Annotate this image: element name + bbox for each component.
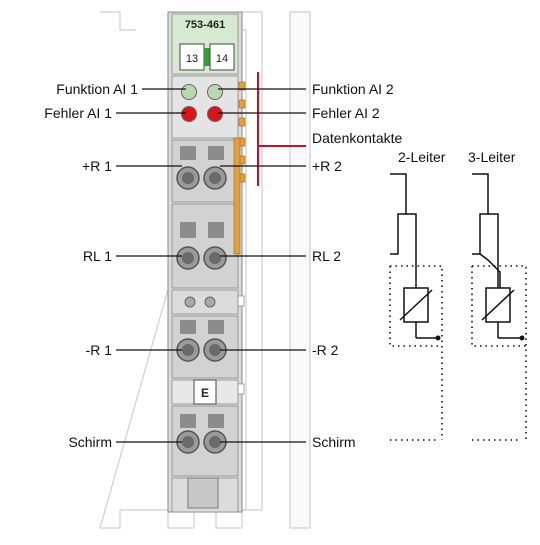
label-minus-r2: -R 2: [312, 342, 339, 358]
label-funktion-ai2: Funktion AI 2: [312, 81, 394, 97]
label-fehler-ai2: Fehler AI 2: [312, 105, 380, 121]
label-plus-r2: +R 2: [312, 158, 342, 174]
label-funktion-ai1: Funktion AI 1: [56, 81, 138, 97]
label-schirm-left: Schirm: [68, 434, 112, 450]
three-wire-schematic: [471, 173, 527, 441]
leader-lines-left: [116, 88, 186, 443]
label-three-wire: 3-Leiter: [468, 149, 516, 165]
label-datenkontakte: Datenkontakte: [312, 130, 402, 146]
channel-label-13: 13: [186, 53, 198, 65]
label-rl1: RL 1: [83, 248, 112, 264]
led-error-ai2: [207, 106, 223, 122]
terminal-rl: [176, 222, 227, 270]
terminal-minus-r: [176, 320, 227, 362]
terminal-schirm: [176, 414, 227, 454]
labels-right: Funktion AI 2 Fehler AI 2 Datenkontakte …: [312, 81, 402, 450]
bottom-latch: [187, 477, 219, 509]
labels-left: Funktion AI 1 Fehler AI 1 +R 1 RL 1 -R 1…: [44, 81, 138, 450]
two-wire-schematic: [389, 173, 443, 441]
label-fehler-ai1: Fehler AI 1: [44, 105, 112, 121]
ground-marker-label: E: [201, 386, 209, 400]
terminal-small-screws: [184, 296, 216, 308]
terminal-plus-r: [176, 146, 227, 190]
channel-box-14: 14: [209, 43, 235, 71]
channel-label-14: 14: [216, 53, 228, 65]
label-minus-r1: -R 1: [86, 342, 113, 358]
led-function-ai2: [207, 84, 223, 100]
ground-marker: E: [193, 379, 217, 405]
led-error-ai1: [181, 106, 197, 122]
label-plus-r1: +R 1: [82, 158, 112, 174]
label-two-wire: 2-Leiter: [398, 149, 446, 165]
label-schirm-right: Schirm: [312, 434, 356, 450]
data-contacts: [233, 81, 246, 255]
leader-lines-right: [218, 88, 306, 443]
label-rl2: RL 2: [312, 248, 341, 264]
led-function-ai1: [181, 84, 197, 100]
data-contacts-bracket: [257, 72, 306, 186]
model-label: 753-461: [185, 19, 225, 31]
channel-box-13: 13: [179, 43, 205, 71]
channel-divider: [204, 48, 210, 66]
